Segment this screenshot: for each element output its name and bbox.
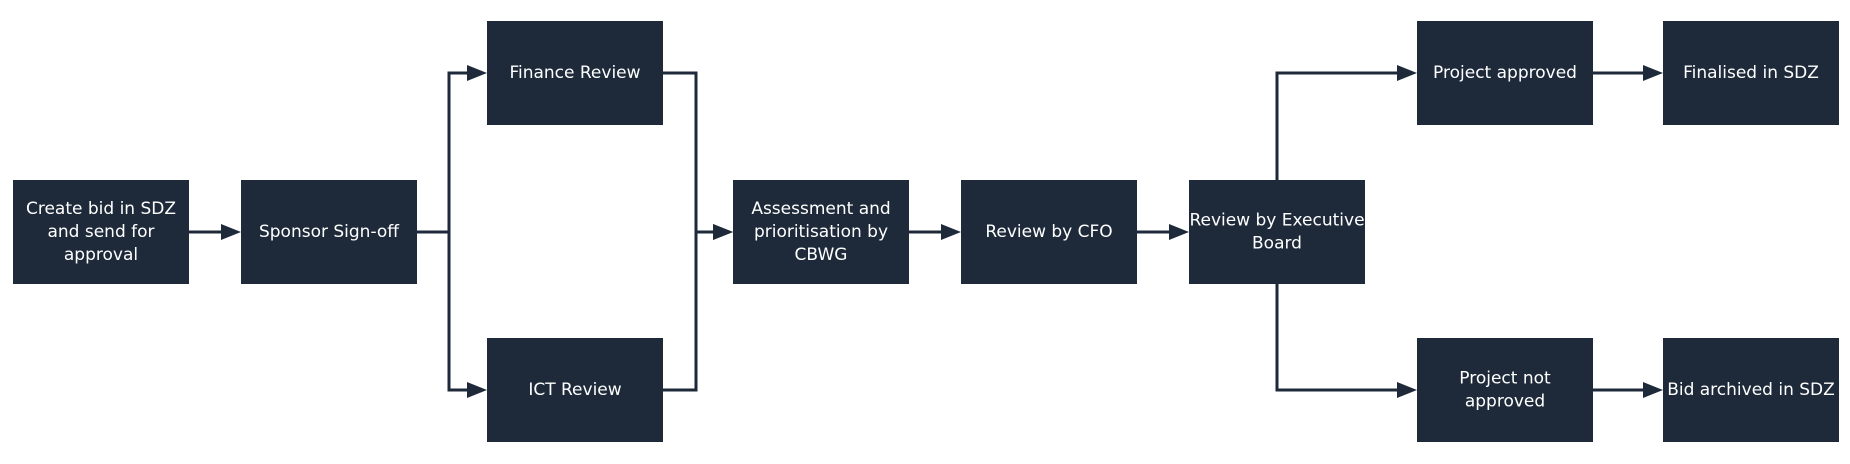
step-box	[13, 180, 189, 284]
step-label: Finance Review	[509, 63, 640, 83]
step-label: ICT Review	[528, 380, 621, 400]
step-box	[1417, 338, 1593, 442]
step-label: prioritisation by	[754, 222, 888, 242]
step-label: CBWG	[795, 245, 848, 265]
step-box	[487, 21, 663, 125]
connector-finance-review-to-assessment-cbwg	[663, 71, 733, 240]
connector-project-approved-to-finalised-sdz	[1593, 65, 1663, 81]
step-box	[1417, 21, 1593, 125]
connector-assessment-cbwg-to-review-cfo	[909, 224, 961, 240]
step-box	[1663, 338, 1839, 442]
connector-sponsor-signoff-to-ict-review	[417, 230, 487, 398]
connector-line	[663, 71, 713, 234]
connector-review-executive-board-to-project-approved	[1275, 65, 1417, 180]
step-box	[241, 180, 417, 284]
connector-line	[417, 71, 467, 234]
step-bid-archived-sdz: Bid archived in SDZ	[1663, 338, 1839, 442]
step-box	[961, 180, 1137, 284]
arrowhead-icon	[1643, 65, 1663, 81]
arrowhead-icon	[713, 224, 733, 240]
arrowhead-icon	[1397, 382, 1417, 398]
step-label: approval	[64, 245, 138, 265]
connector-line	[1275, 284, 1397, 392]
step-project-not-approved: Project not approved	[1417, 338, 1593, 442]
arrowhead-icon	[1169, 224, 1189, 240]
step-box	[1663, 21, 1839, 125]
step-box	[1189, 180, 1365, 284]
connector-line	[1275, 71, 1397, 180]
connector-ict-review-to-assessment-cbwg	[663, 224, 733, 392]
step-review-cfo: Review by CFO	[961, 180, 1137, 284]
connector-review-executive-board-to-project-not-approved	[1275, 284, 1417, 398]
step-box	[733, 180, 909, 284]
step-label: Bid archived in SDZ	[1667, 380, 1835, 400]
arrowhead-icon	[1643, 382, 1663, 398]
step-label: Project approved	[1433, 63, 1577, 83]
step-label: Review by CFO	[985, 222, 1112, 242]
step-finalised-sdz: Finalised in SDZ	[1663, 21, 1839, 125]
step-label: and send for	[47, 222, 154, 242]
connector-line	[417, 230, 467, 392]
step-label: Assessment and	[751, 199, 890, 219]
step-create-bid: Create bid in SDZ and send for approval	[13, 180, 189, 284]
step-label: Finalised in SDZ	[1683, 63, 1819, 83]
step-project-approved: Project approved	[1417, 21, 1593, 125]
arrowhead-icon	[941, 224, 961, 240]
connectors	[189, 65, 1663, 398]
step-sponsor-signoff: Sponsor Sign-off	[241, 180, 417, 284]
step-label: Board	[1252, 234, 1302, 254]
arrowhead-icon	[467, 382, 487, 398]
step-label: Create bid in SDZ	[26, 199, 176, 219]
arrowhead-icon	[467, 65, 487, 81]
step-label: approved	[1465, 392, 1545, 412]
step-box	[487, 338, 663, 442]
step-assessment-cbwg: Assessment and prioritisation by CBWG	[733, 180, 909, 284]
step-label: Sponsor Sign-off	[259, 222, 400, 242]
connector-sponsor-signoff-to-finance-review	[417, 65, 487, 234]
connector-project-not-approved-to-bid-archived-sdz	[1593, 382, 1663, 398]
connector-review-cfo-to-review-executive-board	[1137, 224, 1189, 240]
arrowhead-icon	[1397, 65, 1417, 81]
step-label: Review by Executive	[1189, 211, 1364, 231]
step-label: Project not	[1459, 369, 1551, 389]
arrowhead-icon	[221, 224, 241, 240]
process-steps: Create bid in SDZ and send for approval Spo…	[13, 21, 1839, 442]
connector-create-bid-to-sponsor-signoff	[189, 224, 241, 240]
step-ict-review: ICT Review	[487, 338, 663, 442]
step-finance-review: Finance Review	[487, 21, 663, 125]
connector-line	[663, 230, 713, 392]
